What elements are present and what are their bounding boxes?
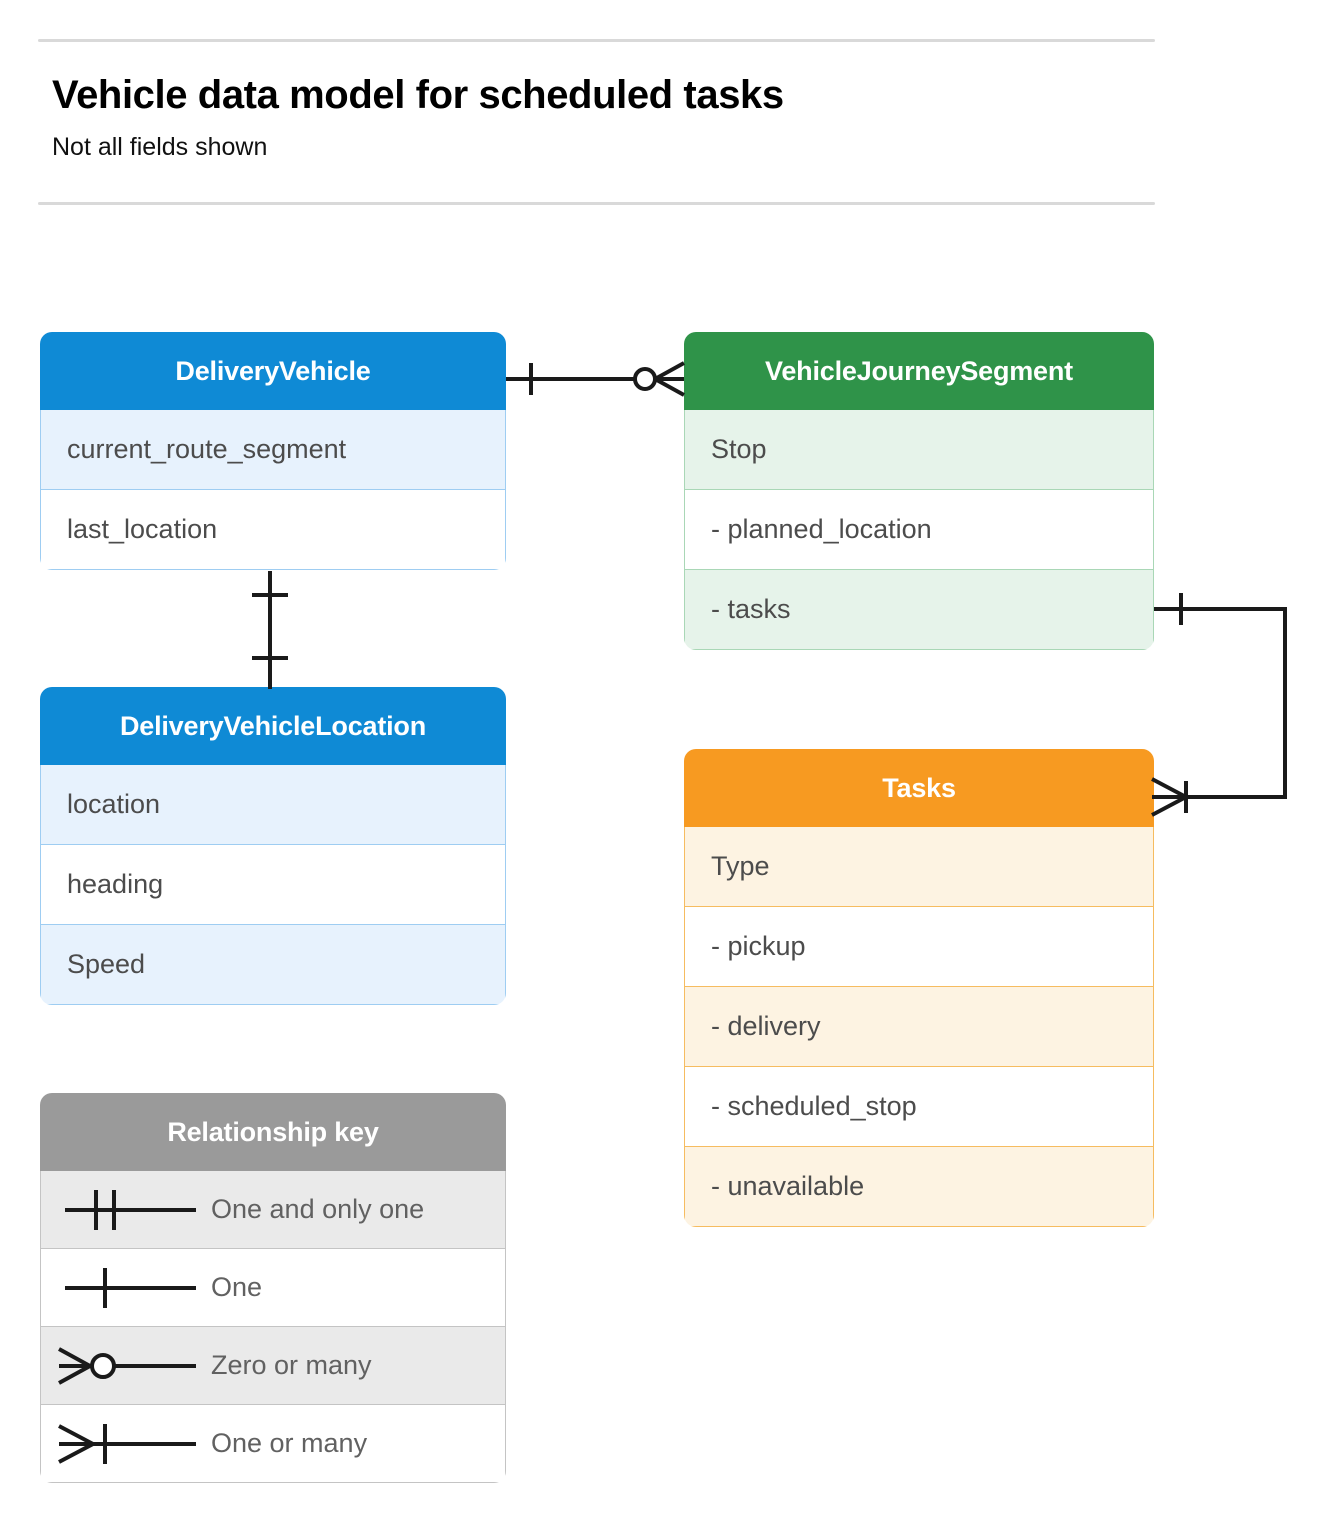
entity-field-row: location	[40, 765, 506, 845]
header-divider-top	[38, 39, 1155, 42]
header-divider-bottom	[38, 202, 1155, 205]
entity-delivery-vehicle[interactable]: DeliveryVehicle current_route_segment la…	[40, 332, 506, 570]
connector-journey-segment-tasks-to-tasks	[1151, 593, 1287, 817]
entity-field-row: Stop	[684, 410, 1154, 490]
entity-field-row: - tasks	[684, 570, 1154, 650]
legend-row: One and only one	[40, 1171, 506, 1249]
entity-field-row: - scheduled_stop	[684, 1067, 1154, 1147]
entity-field-row: current_route_segment	[40, 410, 506, 490]
entity-field-row: - delivery	[684, 987, 1154, 1067]
connector-delivery-vehicle-to-journey-segment	[506, 361, 685, 397]
entity-delivery-vehicle-location-title: DeliveryVehicleLocation	[40, 687, 506, 765]
relationship-key-legend: Relationship key One and only one One	[40, 1093, 506, 1483]
legend-label: One and only one	[211, 1194, 425, 1224]
zero-or-many-icon	[41, 1327, 211, 1405]
one-or-many-icon	[41, 1405, 211, 1483]
legend-row: One or many	[40, 1405, 506, 1483]
entity-delivery-vehicle-location[interactable]: DeliveryVehicleLocation location heading…	[40, 687, 506, 1005]
relationship-key-title: Relationship key	[40, 1093, 506, 1171]
legend-row: One	[40, 1249, 506, 1327]
entity-field-row: heading	[40, 845, 506, 925]
entity-field-row: - pickup	[684, 907, 1154, 987]
page-subtitle: Not all fields shown	[52, 133, 268, 161]
entity-field-row: - unavailable	[684, 1147, 1154, 1227]
entity-delivery-vehicle-title: DeliveryVehicle	[40, 332, 506, 410]
entity-tasks[interactable]: Tasks Type - pickup - delivery - schedul…	[684, 749, 1154, 1227]
entity-field-row: Speed	[40, 925, 506, 1005]
legend-label: One or many	[211, 1428, 368, 1458]
legend-row: Zero or many	[40, 1327, 506, 1405]
connector-delivery-vehicle-to-vehicle-location	[252, 571, 288, 689]
entity-field-row: last_location	[40, 490, 506, 570]
legend-label: One	[211, 1272, 263, 1302]
entity-field-row: - planned_location	[684, 490, 1154, 570]
page-title: Vehicle data model for scheduled tasks	[52, 73, 784, 117]
entity-vehicle-journey-segment-title: VehicleJourneySegment	[684, 332, 1154, 410]
one-and-only-one-icon	[41, 1171, 211, 1249]
legend-label: Zero or many	[211, 1350, 372, 1380]
entity-field-row: Type	[684, 827, 1154, 907]
entity-tasks-title: Tasks	[684, 749, 1154, 827]
entity-vehicle-journey-segment[interactable]: VehicleJourneySegment Stop - planned_loc…	[684, 332, 1154, 650]
one-icon	[41, 1249, 211, 1327]
